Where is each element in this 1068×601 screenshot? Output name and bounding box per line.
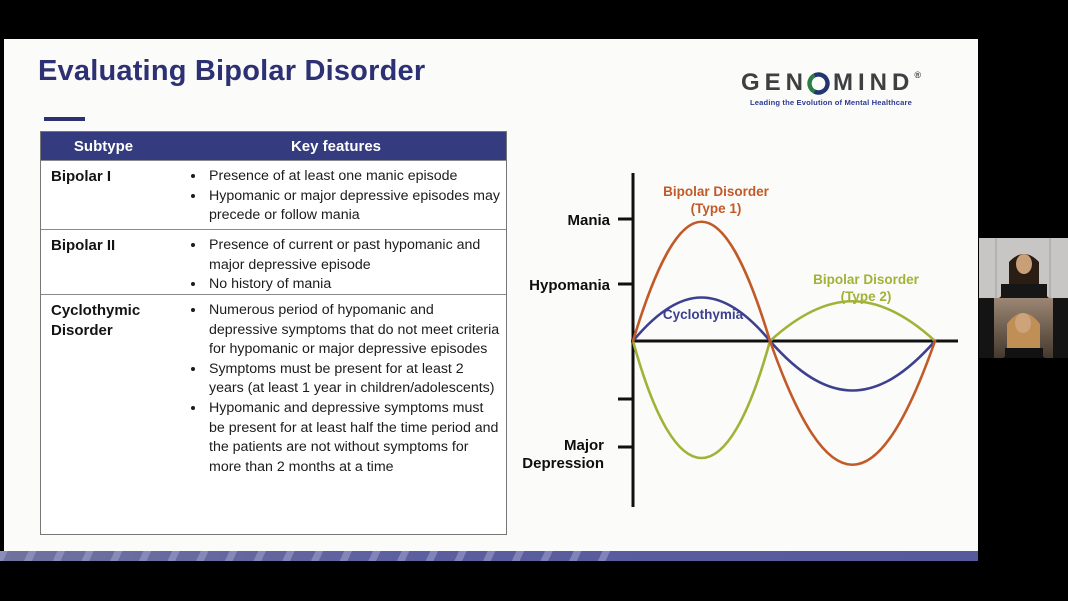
- slide-footer-bar: [0, 551, 978, 561]
- feature-bullet: Presence of current or past hypomanic an…: [206, 236, 500, 275]
- table-row-features-bipolar-2: Presence of current or past hypomanic an…: [166, 229, 506, 294]
- page-title: Evaluating Bipolar Disorder: [38, 55, 426, 87]
- bipolar-type2-curve: [631, 300, 937, 460]
- cyclothymia-label: Cyclothymia: [663, 307, 744, 322]
- y-label-depression: Depression: [522, 455, 604, 472]
- feature-bullet: Hypomanic and depressive symptoms must b…: [206, 399, 500, 477]
- logo-tagline: Leading the Evolution of Mental Healthca…: [750, 98, 912, 107]
- feature-bullet: Symptoms must be present for at least 2 …: [206, 360, 500, 399]
- y-label-major: Major: [564, 437, 604, 454]
- table-row-subtype-cyclothymic: Cyclothymic Disorder: [41, 294, 166, 534]
- subtype-table: Subtype Key features Bipolar I Presence …: [40, 131, 507, 535]
- feature-bullet: No history of mania: [206, 275, 500, 294]
- participant1-face: [1016, 254, 1032, 274]
- logo-text-mind: MIND: [833, 69, 915, 96]
- logo-text-gen: GEN: [741, 69, 809, 96]
- presentation-slide: Evaluating Bipolar Disorder GEN MIND ®: [4, 39, 978, 551]
- registered-mark: ®: [914, 69, 921, 80]
- table-row-subtype-bipolar-2: Bipolar II: [41, 229, 166, 294]
- title-underline: [44, 117, 85, 121]
- y-label-mania: Mania: [567, 212, 610, 229]
- feature-bullet: Presence of at least one manic episode: [206, 167, 500, 187]
- table-header-key-features: Key features: [166, 132, 506, 160]
- y-label-hypomania: Hypomania: [529, 277, 611, 294]
- genomind-logo: GEN MIND ® Leading the Evolution of Ment…: [716, 69, 946, 107]
- bipolar-type1-curve: [631, 220, 937, 467]
- table-row-subtype-bipolar-1: Bipolar I: [41, 160, 166, 229]
- participant-video-2[interactable]: [979, 298, 1068, 358]
- mood-cycle-chart-svg: Mania Hypomania Major Depression Bipolar…: [522, 173, 958, 507]
- type1-label-line1: Bipolar Disorder: [663, 184, 770, 199]
- feature-bullet: Numerous period of hypomanic and depress…: [206, 301, 500, 360]
- genomind-o-icon: [807, 71, 830, 95]
- type2-label-line2: (Type 2): [841, 289, 892, 304]
- mood-cycle-chart: Mania Hypomania Major Depression Bipolar…: [515, 165, 975, 515]
- participant2-face: [1015, 313, 1031, 333]
- type1-label-line2: (Type 1): [691, 201, 742, 216]
- table-row-features-bipolar-1: Presence of at least one manic episode H…: [166, 160, 506, 229]
- participant-video-1[interactable]: [979, 238, 1068, 298]
- feature-bullet: Hypomanic or major depressive episodes m…: [206, 187, 500, 226]
- type2-label-line1: Bipolar Disorder: [813, 272, 920, 287]
- table-header-subtype: Subtype: [41, 132, 166, 160]
- table-row-features-cyclothymic: Numerous period of hypomanic and depress…: [166, 294, 506, 534]
